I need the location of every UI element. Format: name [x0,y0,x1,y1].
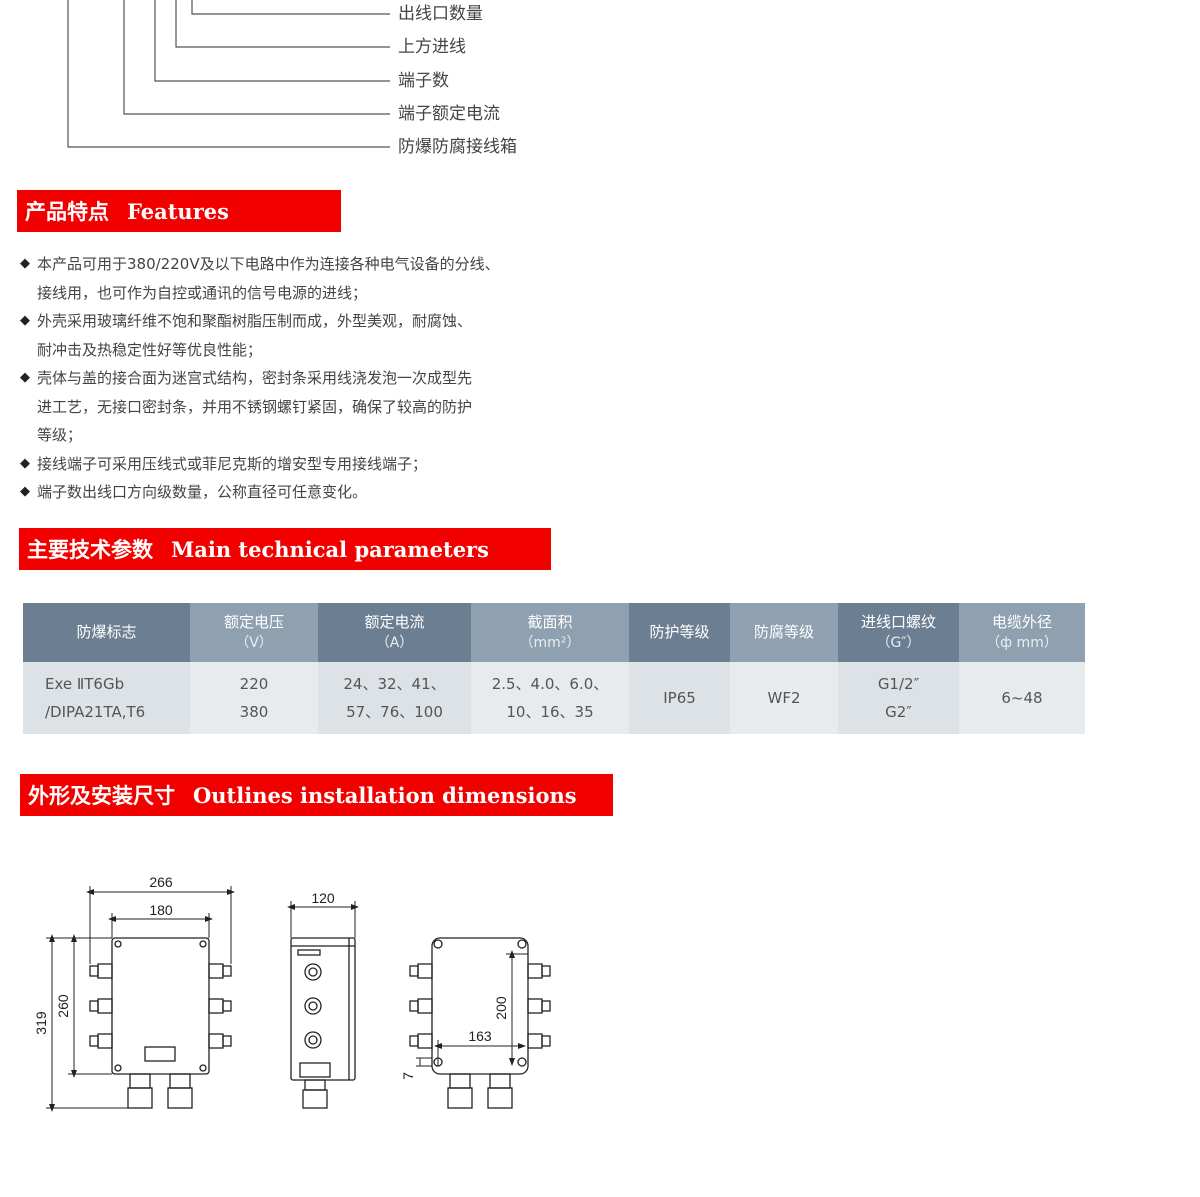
header-label: 额定电压 [223,612,284,631]
dim-width-mount: 180 [149,902,173,918]
header-label: 防爆标志 [76,623,137,641]
front-view [89,937,232,1109]
cell-line: Exe ⅡT6Gb [45,675,125,693]
dim-height-overall: 319 [33,1011,49,1035]
feature-line: 耐冲击及热稳定性好等优良性能； [37,340,263,359]
dim-mount-width: 163 [468,1028,492,1044]
params-title-en: Main technical parameters [171,536,489,562]
header-anticorrosion-grade: 防腐等级 [730,603,838,662]
feature-line: 端子数出线口方向级数量，公称直径可任意变化。 [37,483,368,501]
outline-title-en: Outlines installation dimensions [193,782,577,808]
header-label: 截面积 [527,612,573,631]
dim-height-body: 260 [55,994,71,1018]
legend-label-outlets: 出线口数量 [398,4,483,24]
model-code-legend: 出线口数量 上方进线 端子数 端子额定电流 防爆防腐接线箱 [0,0,560,170]
features-title-en: Features [127,198,229,224]
cell-line: 24、32、41、 [343,675,446,693]
cell-line: 220 [239,675,269,693]
outline-drawing: 266 180 319 260 120 [33,874,551,1112]
header-cross-section: 截面积 （mm²） [471,603,629,662]
header-label: 进线口螺纹 [860,612,936,631]
header-rated-voltage: 额定电压 （V） [190,603,318,662]
features-title-zh: 产品特点 [25,199,109,224]
features-list: ◆ 本产品可用于380/220V及以下电路中作为连接各种电气设备的分线、 接线用… [20,250,540,507]
dim-depth: 120 [311,890,335,906]
feature-line: 等级； [37,426,83,444]
diamond-bullet-icon: ◆ [20,313,30,328]
header-protection-grade: 防护等级 [629,603,730,662]
feature-line: 外壳采用玻璃纤维不饱和聚酯树脂压制而成，外型美观，耐腐蚀、 [37,312,473,330]
header-inlet-thread: 进线口螺纹 （G″） [838,603,959,662]
header-cable-diameter: 电缆外径 （ф mm） [959,603,1085,662]
cell-line: 57、76、100 [346,703,443,721]
back-dimensions [416,950,528,1067]
cell-line: /DIPA21TA,T6 [45,703,146,721]
dim-mount-height: 200 [493,996,509,1020]
cell-line: 2.5、4.0、6.0、 [491,675,609,693]
feature-item: ◆ 端子数出线口方向级数量，公称直径可任意变化。 [20,478,540,507]
side-view [290,937,356,1109]
cell-line: IP65 [663,689,696,707]
feature-line: 接线端子可采用压线式或菲尼克斯的增安型专用接线端子； [37,454,428,473]
params-table: 防爆标志 额定电压 （V） 额定电流 （A） 截面积 （mm²） 防护等级 防腐… [23,603,1085,734]
cell-line: WF2 [767,689,801,707]
header-label: 防腐等级 [753,623,814,641]
feature-line: 本产品可用于380/220V及以下电路中作为连接各种电气设备的分线、 [37,255,500,273]
header-rated-current: 额定电流 （A） [318,603,471,662]
diamond-bullet-icon: ◆ [20,370,30,385]
header-explosion-mark: 防爆标志 [23,603,190,662]
cell-rated-voltage: 220 380 [190,662,318,734]
header-label: 电缆外径 [991,612,1052,631]
side-dimensions [287,901,359,938]
dim-hole: 7 [400,1072,416,1080]
feature-item: ◆ 外壳采用玻璃纤维不饱和聚酯树脂压制而成，外型美观，耐腐蚀、 耐冲击及热稳定性… [20,307,540,364]
cell-cross-section: 2.5、4.0、6.0、 10、16、35 [471,662,629,734]
features-section-header: 产品特点 Features [17,190,341,232]
cell-inlet-thread: G1/2″ G2″ [838,662,959,734]
legend-label-terminals: 端子数 [398,71,449,91]
feature-item: ◆ 壳体与盖的接合面为迷宫式结构，密封条采用线浇发泡一次成型先 进工艺，无接口密… [20,364,540,450]
legend-label-box: 防爆防腐接线箱 [398,137,517,157]
back-view [409,937,551,1109]
legend-label-current: 端子额定电流 [398,104,500,124]
front-dimensions [46,886,235,1112]
diamond-bullet-icon: ◆ [20,455,30,471]
cell-line: 380 [239,703,269,721]
feature-item: ◆ 接线端子可采用压线式或菲尼克斯的增安型专用接线端子； [20,450,540,479]
header-label: 防护等级 [649,623,710,641]
header-unit: （mm²） [519,634,581,651]
cell-anticorrosion-grade: WF2 [730,662,838,734]
diamond-bullet-icon: ◆ [20,484,30,499]
params-section-header: 主要技术参数 Main technical parameters [19,528,551,570]
header-unit: （V） [235,634,273,651]
cell-explosion-mark: Exe ⅡT6Gb /DIPA21TA,T6 [23,662,190,734]
legend-label-top-entry: 上方进线 [398,37,466,57]
params-header-row: 防爆标志 额定电压 （V） 额定电流 （A） 截面积 （mm²） 防护等级 防腐… [23,603,1085,662]
feature-line: 进工艺，无接口密封条，并用不锈钢螺钉紧固，确保了较高的防护 [37,397,473,416]
feature-item: ◆ 本产品可用于380/220V及以下电路中作为连接各种电气设备的分线、 接线用… [20,250,540,307]
cell-line: 10、16、35 [506,703,594,721]
cell-rated-current: 24、32、41、 57、76、100 [318,662,471,734]
header-unit: （A） [375,634,414,651]
dim-width-overall: 266 [149,874,173,890]
cell-line: G1/2″ [877,675,920,693]
header-unit: （G″） [876,634,921,651]
feature-line: 壳体与盖的接合面为迷宫式结构，密封条采用线浇发泡一次成型先 [37,369,473,387]
outline-section-header: 外形及安装尺寸 Outlines installation dimensions [20,774,613,816]
params-title-zh: 主要技术参数 [27,537,153,562]
table-row: Exe ⅡT6Gb /DIPA21TA,T6 220 380 24、32、41、… [23,662,1085,734]
header-unit: （ф mm） [986,634,1058,651]
cell-line: G2″ [885,703,912,721]
outline-title-zh: 外形及安装尺寸 [28,783,175,808]
legend-leader-lines [67,0,390,148]
feature-line: 接线用，也可作为自控或通讯的信号电源的进线； [37,283,368,302]
diamond-bullet-icon: ◆ [20,256,30,271]
cell-protection-grade: IP65 [629,662,730,734]
cell-line: 6~48 [1001,689,1043,707]
header-label: 额定电流 [364,612,425,631]
cell-cable-diameter: 6~48 [959,662,1085,734]
